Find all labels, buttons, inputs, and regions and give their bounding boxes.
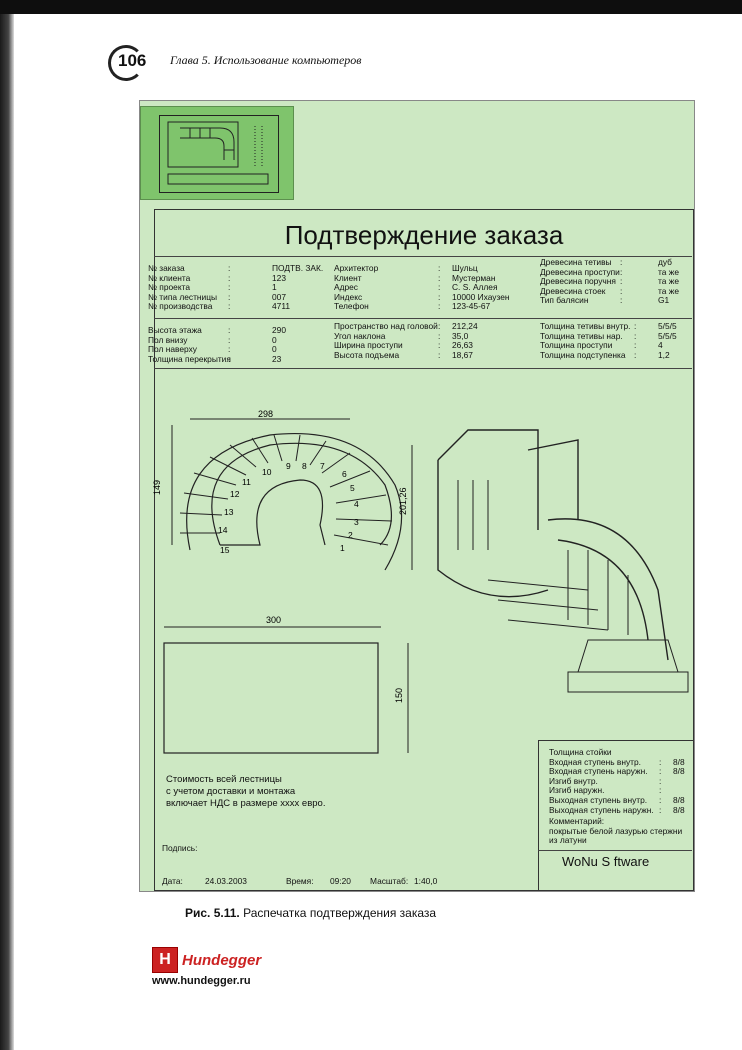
step-label: 4 bbox=[354, 499, 359, 509]
dim-298: 298 bbox=[258, 409, 273, 419]
book-spine bbox=[0, 14, 14, 1050]
brand-name: Hundegger bbox=[182, 951, 262, 969]
dim-300: 300 bbox=[266, 615, 281, 625]
step-label: 9 bbox=[286, 461, 291, 471]
date-value: 24.03.2003 bbox=[205, 876, 247, 886]
document-title: Подтверждение заказа bbox=[284, 220, 564, 250]
order-confirmation-frame: Подтверждение заказа bbox=[154, 209, 694, 891]
dim-150: 150 bbox=[394, 688, 404, 703]
post-thickness-box bbox=[538, 740, 693, 891]
cost-note: Стоимость всей лестницы с учетом доставк… bbox=[166, 774, 326, 809]
divider bbox=[154, 256, 692, 257]
step-label: 6 bbox=[342, 469, 347, 479]
page-number: 106 bbox=[118, 51, 147, 70]
stair-perspective-drawing bbox=[437, 429, 689, 693]
step-label: 14 bbox=[218, 525, 228, 535]
step-label: 12 bbox=[230, 489, 240, 499]
software-logo: WoNu S ftware bbox=[562, 854, 650, 869]
thumbnail-plan bbox=[167, 121, 269, 185]
scale-value: 1:40,0 bbox=[414, 876, 438, 886]
stair-plan-drawing: 149 298 201,26 1 2 3 4 5 6 7 8 9 10 11 1… bbox=[152, 409, 413, 571]
step-label: 3 bbox=[354, 517, 359, 527]
date-label: Дата: bbox=[162, 876, 183, 886]
elevation-rectangle-drawing: 300 150 bbox=[163, 615, 409, 754]
step-label: 10 bbox=[262, 467, 272, 477]
thumbnail-frame bbox=[159, 115, 279, 193]
signature-label: Подпись: bbox=[162, 843, 198, 853]
thickness-table: Толщина тетивы внутр.:5/5/5 Толщина тети… bbox=[540, 321, 677, 360]
step-label: 2 bbox=[348, 530, 353, 540]
wood-table: Древесина тетивы:дуб Древесина проступи:… bbox=[540, 257, 679, 306]
step-label: 11 bbox=[242, 477, 251, 487]
floorplan-thumbnail bbox=[140, 106, 294, 200]
chapter-title: Глава 5. Использование компьютеров bbox=[170, 53, 362, 67]
brand-url: www.hundegger.ru bbox=[152, 975, 251, 987]
step-label: 15 bbox=[220, 545, 230, 555]
step-label: 8 bbox=[302, 461, 307, 471]
order-table: № заказа:ПОДТВ. ЗАК. № клиента:123 № про… bbox=[148, 263, 324, 312]
post-thickness-table: Толщина стойки Входная ступень внутр.:8/… bbox=[549, 747, 685, 846]
hundegger-ad: H Hundegger www.hundegger.ru bbox=[152, 947, 261, 987]
geometry-table: Пространство над головой:212,24 Угол нак… bbox=[334, 321, 478, 360]
time-value: 09:20 bbox=[330, 876, 351, 886]
step-label: 5 bbox=[350, 483, 355, 493]
scale-label: Масштаб: bbox=[370, 876, 409, 886]
time-label: Время: bbox=[286, 876, 314, 886]
floor-table: Высота этажа:290 Пол внизу:0 Пол наверху… bbox=[148, 325, 286, 364]
hundegger-logo-icon: H bbox=[152, 947, 178, 973]
divider bbox=[154, 318, 692, 319]
figure-caption: Рис. 5.11. Распечатка подтверждения зака… bbox=[185, 906, 437, 920]
step-label: 1 bbox=[340, 543, 345, 553]
client-table: Архитектор:Шульц Клиент:Мустерман Адрес:… bbox=[334, 263, 510, 312]
top-edge bbox=[0, 0, 742, 14]
dim-149: 149 bbox=[152, 480, 162, 495]
page-number-circle bbox=[108, 45, 144, 81]
printout-sheet bbox=[139, 100, 695, 892]
divider bbox=[154, 368, 692, 369]
step-label: 7 bbox=[320, 461, 325, 471]
divider bbox=[538, 850, 692, 851]
step-label: 13 bbox=[224, 507, 234, 517]
dim-201: 201,26 bbox=[398, 487, 408, 515]
